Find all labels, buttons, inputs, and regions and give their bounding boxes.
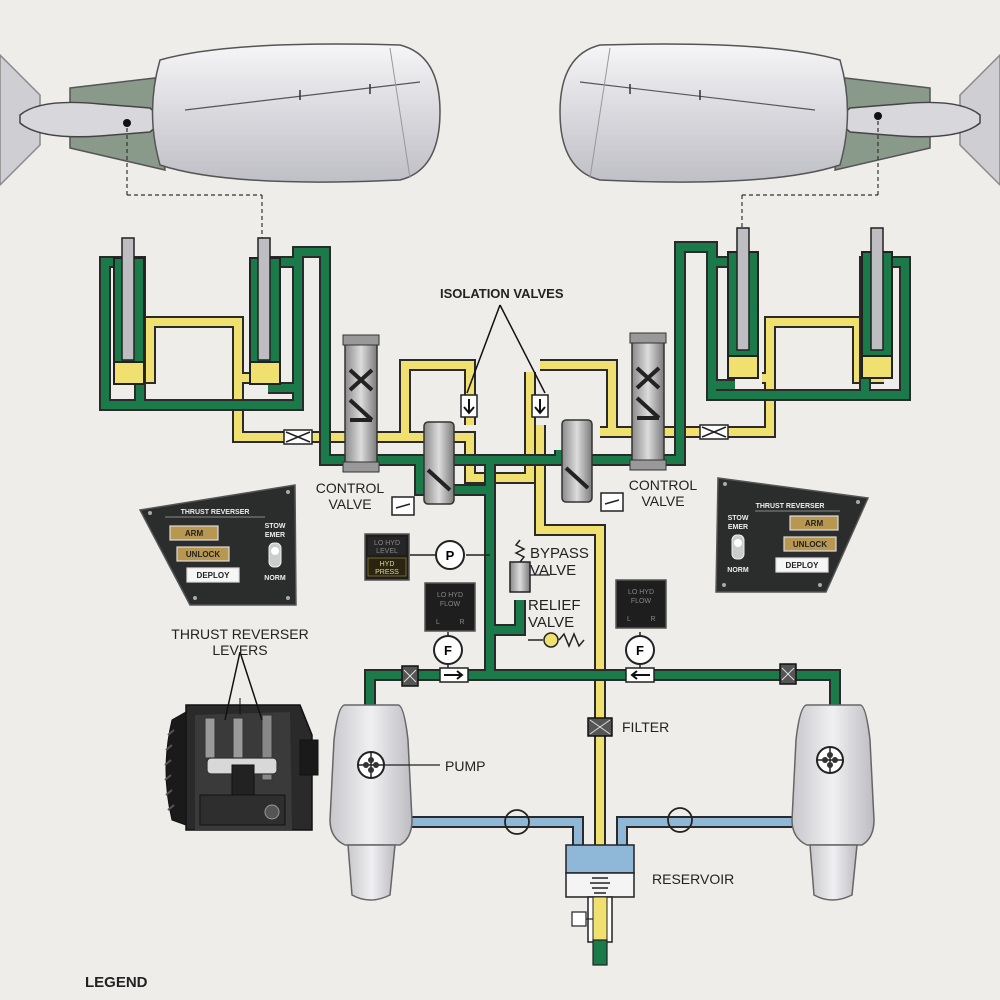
flow-gauge-left: F	[433, 632, 469, 683]
right-nacelle	[559, 43, 1000, 240]
line-filter-left	[401, 665, 419, 687]
relief-valve-line1: RELIEF	[528, 597, 581, 614]
isolation-valves-callout	[466, 304, 546, 394]
control-valve-left-line1: CONTROL	[315, 480, 385, 496]
main-filter	[587, 717, 613, 737]
right-arm-label: ARM	[805, 519, 824, 528]
press-line1: HYD	[380, 561, 395, 568]
relief-valve-label: RELIEF VALVE	[528, 597, 581, 631]
thrust-reverser-panel-left: THRUST REVERSER ARM UNLOCK DEPLOY STOW E…	[138, 484, 297, 606]
flow-right-line2: FLOW	[631, 598, 652, 605]
left-unlock-light[interactable]	[176, 546, 230, 562]
pressure-gauge-label: P	[446, 548, 455, 563]
control-valve-left-label: CONTROL VALVE	[310, 480, 390, 512]
right-stow-label: STOW	[728, 515, 749, 522]
switch-box-right	[600, 492, 624, 512]
left-engine	[329, 704, 440, 901]
left-emer-label: EMER	[265, 532, 285, 539]
right-unlock-light[interactable]	[783, 536, 837, 552]
left-deploy-light[interactable]	[186, 567, 240, 583]
right-panel-title: THRUST REVERSER	[756, 503, 825, 510]
indicator-flow-left: LO HYD FLOW L R	[424, 582, 476, 632]
levers-line2: LEVERS	[212, 642, 268, 658]
left-panel-title: THRUST REVERSER	[181, 509, 250, 516]
isolation-valves-label: ISOLATION VALVES	[440, 286, 564, 301]
pressure-gauge: P	[410, 540, 490, 570]
left-unlock-label: UNLOCK	[186, 550, 220, 559]
filter-label: FILTER	[622, 719, 670, 735]
right-norm-label: NORM	[727, 567, 749, 574]
right-emer-label: EMER	[728, 524, 748, 531]
thrust-reverser-levers-label: THRUST REVERSER LEVERS	[160, 626, 320, 658]
press-line2: PRESS	[375, 569, 399, 576]
flow-left-line2: FLOW	[440, 601, 461, 608]
indicator-level-press: LO HYD LEVEL HYD PRESS	[364, 533, 410, 581]
flow-right-l: L	[627, 616, 631, 623]
control-valve-right-line1: CONTROL	[628, 477, 698, 493]
flow-right-r: R	[650, 616, 655, 623]
right-deploy-light[interactable]	[775, 557, 829, 573]
left-arm-label: ARM	[185, 529, 204, 538]
restrictor-left	[283, 429, 313, 445]
reservoir-label: RESERVOIR	[652, 871, 735, 887]
indicator-flow-right: LO HYD FLOW L R	[615, 579, 667, 629]
control-valve-right-label: CONTROL VALVE	[623, 477, 703, 509]
line-filter-right	[779, 663, 797, 685]
flow-gauge-right-label: F	[636, 643, 644, 658]
right-actuators	[727, 227, 893, 379]
bypass-valve-line2: VALVE	[530, 562, 577, 579]
left-stow-label: STOW	[265, 523, 286, 530]
right-deploy-label: DEPLOY	[786, 561, 820, 570]
right-engine	[791, 704, 875, 901]
left-arm-light[interactable]	[169, 525, 219, 541]
bypass-valve-label: BYPASS VALVE	[530, 545, 589, 579]
relief-valve	[528, 632, 585, 648]
right-arm-light[interactable]	[789, 515, 839, 531]
control-valve-right	[629, 332, 667, 471]
check-valve-right	[667, 807, 693, 833]
control-valve-left	[342, 334, 380, 473]
pressure-lines-fill	[101, 243, 909, 965]
isolation-valve-left	[423, 394, 478, 505]
pressure-lines	[99, 241, 911, 965]
restrictor-right	[699, 424, 729, 440]
flow-left-l: L	[436, 619, 440, 626]
left-deploy-label: DEPLOY	[197, 571, 231, 580]
flow-left-r: R	[459, 619, 464, 626]
flow-right-line1: LO HYD	[628, 589, 654, 596]
bypass-valve-line1: BYPASS	[530, 545, 589, 562]
level-line2: LEVEL	[376, 548, 398, 555]
reservoir	[565, 844, 635, 966]
left-norm-label: NORM	[264, 575, 286, 582]
flow-gauge-right: F	[625, 632, 655, 683]
left-nacelle	[0, 43, 441, 240]
right-unlock-label: UNLOCK	[793, 540, 827, 549]
left-actuators	[113, 237, 281, 385]
levers-line1: THRUST REVERSER	[171, 626, 309, 642]
thrust-reverser-panel-right: THRUST REVERSER ARM UNLOCK DEPLOY STOW E…	[715, 477, 870, 593]
pump-label: PUMP	[445, 758, 486, 774]
bypass-valve	[509, 539, 550, 593]
relief-valve-line2: VALVE	[528, 614, 575, 631]
switch-box-left	[391, 496, 415, 516]
thrust-reverser-levers	[164, 651, 319, 831]
level-line1: LO HYD	[374, 540, 400, 547]
legend-label: LEGEND	[85, 974, 148, 991]
isolation-valve-right	[531, 394, 593, 503]
check-valve-left	[504, 809, 530, 835]
flow-gauge-left-label: F	[444, 643, 452, 658]
control-valve-left-line2: VALVE	[328, 496, 372, 512]
flow-left-line1: LO HYD	[437, 592, 463, 599]
control-valve-right-line2: VALVE	[641, 493, 685, 509]
